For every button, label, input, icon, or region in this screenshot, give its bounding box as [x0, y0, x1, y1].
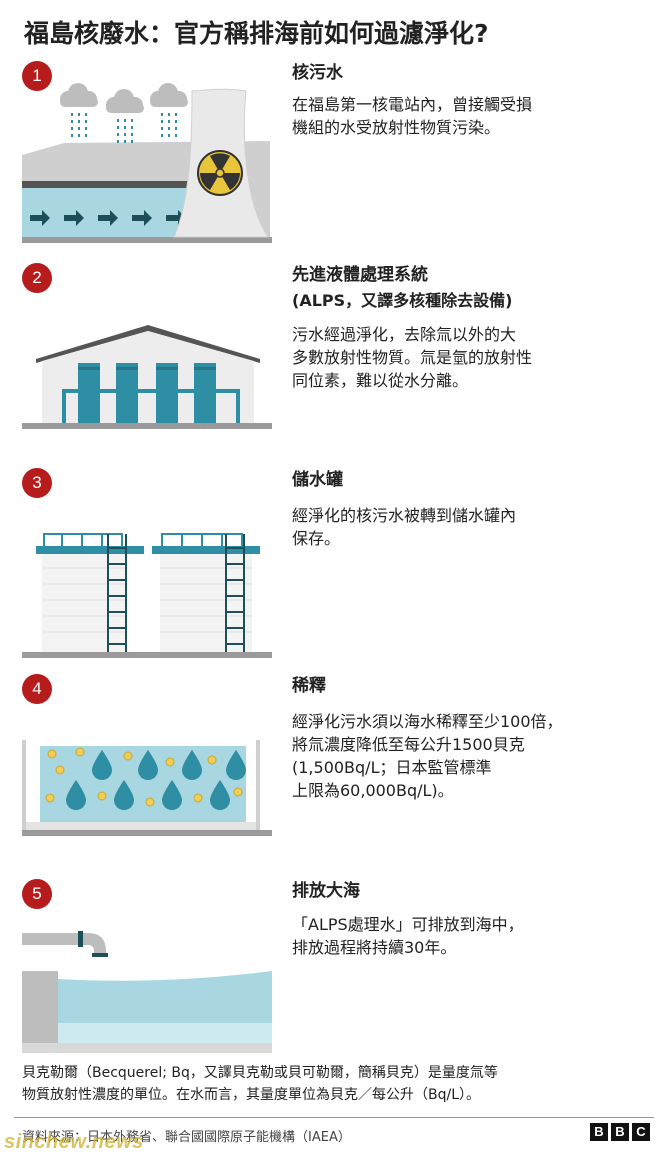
step-heading: 稀釋 [292, 676, 326, 696]
step-description: 污水經過淨化，去除氚以外的大 多數放射性物質。氚是氫的放射性 同位素，難以從水分… [292, 325, 533, 390]
step-heading: 先進液體處理系統 [292, 265, 428, 285]
cloud-rain-icon [60, 83, 188, 113]
water-drop-icon [66, 750, 246, 810]
step-heading: 儲水罐 [292, 470, 343, 490]
radiation-icon [197, 150, 243, 196]
watermark: sinchew.news [4, 1131, 144, 1153]
source-credit: 資料來源：日本外務省、聯合國國際原子能機構（IAEA） [22, 1130, 351, 1145]
step-number-badge: 3 [22, 468, 52, 498]
step-number-badge: 4 [22, 674, 52, 704]
pipe-icon [22, 931, 108, 957]
step-description: 在福島第一核電站內，曾接觸受損 機組的水受放射性物質污染。 [292, 95, 533, 137]
ocean-discharge-illustration [22, 931, 272, 1053]
divider [14, 1117, 654, 1118]
contaminated-water-illustration [22, 83, 272, 243]
bbc-logo: B B C [590, 1123, 650, 1141]
step-number-badge: 2 [22, 263, 52, 293]
step-description: 經淨化污水須以海水稀釋至少100倍， 將氚濃度降低至每公升1500貝克 (1,5… [292, 712, 563, 800]
storage-tanks-illustration [22, 533, 272, 658]
step-heading: 排放大海 [292, 881, 360, 901]
step-number-badge: 5 [22, 879, 52, 909]
dilution-tank-illustration [22, 740, 272, 836]
alps-facility-illustration [22, 325, 272, 429]
step-description: 經淨化的核污水被轉到儲水罐內 保存。 [292, 506, 517, 548]
step-subheading: (ALPS，又譯多核種除去設備) [292, 291, 513, 310]
step-heading: 核污水 [292, 63, 343, 83]
becquerel-footnote: 貝克勒爾（Becquerel; Bq，又譯貝克勒或貝可勒爾，簡稱貝克）是量度氚等… [22, 1065, 498, 1103]
tritium-particle-icon [45, 747, 243, 807]
page-title: 福島核廢水：官方稱排海前如何過濾淨化? [24, 19, 489, 48]
step-description: 「ALPS處理水」可排放到海中， 排放過程將持續30年。 [292, 915, 524, 957]
step-number-badge: 1 [22, 61, 52, 91]
